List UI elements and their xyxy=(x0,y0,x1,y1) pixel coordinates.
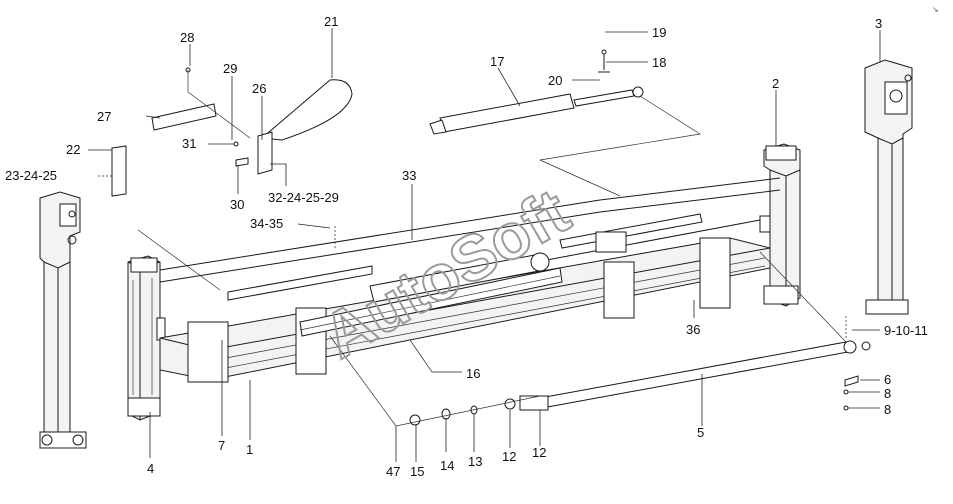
label-30: 30 xyxy=(230,197,244,212)
bracket-parts xyxy=(111,67,273,197)
label-2: 2 xyxy=(772,76,779,91)
label-15: 15 xyxy=(410,464,424,479)
label-18: 18 xyxy=(652,55,666,70)
upper-rails xyxy=(159,177,781,337)
label-3: 3 xyxy=(875,16,882,31)
inner-cylinder xyxy=(369,231,627,303)
label-1: 1 xyxy=(246,442,253,457)
corner-mark: ↘ xyxy=(932,5,939,14)
label-31: 31 xyxy=(182,136,196,151)
label-22: 22 xyxy=(66,142,80,157)
left-post-4 xyxy=(127,255,166,421)
label-12a: 12 xyxy=(502,449,516,464)
label-34-35: 34-35 xyxy=(250,216,283,231)
label-23-24-25: 23-24-25 xyxy=(5,168,57,183)
label-8a: 8 xyxy=(884,386,891,401)
label-27: 27 xyxy=(97,109,111,124)
label-6: 6 xyxy=(884,372,891,387)
label-16: 16 xyxy=(466,366,480,381)
label-14: 14 xyxy=(440,458,454,473)
main-runway-1 xyxy=(159,237,771,383)
hydraulic-cylinder-17 xyxy=(429,49,644,135)
right-far-column-3 xyxy=(864,59,913,315)
leader-lines xyxy=(88,28,881,462)
label-36: 36 xyxy=(686,322,700,337)
label-28: 28 xyxy=(180,30,194,45)
assembly-lines xyxy=(98,70,847,427)
label-4: 4 xyxy=(147,461,154,476)
label-32-24-25-29: 32-24-25-29 xyxy=(268,190,339,205)
part-labels: 1 2 3 4 5 6 7 8 8 9-10-11 12 12 13 14 15… xyxy=(5,14,928,479)
label-33: 33 xyxy=(402,168,416,183)
cross-tube-5 xyxy=(504,340,871,411)
left-far-column xyxy=(39,191,87,449)
label-21: 21 xyxy=(324,14,338,29)
label-13: 13 xyxy=(468,454,482,469)
label-47: 47 xyxy=(386,464,400,479)
label-26: 26 xyxy=(252,81,266,96)
right-post-2 xyxy=(759,143,801,307)
cover-21 xyxy=(260,79,353,141)
label-12b: 12 xyxy=(532,445,546,460)
label-5: 5 xyxy=(697,425,704,440)
label-17: 17 xyxy=(490,54,504,69)
label-9-10-11: 9-10-11 xyxy=(884,323,928,338)
label-19: 19 xyxy=(652,25,666,40)
label-7: 7 xyxy=(218,438,225,453)
label-20: 20 xyxy=(548,73,562,88)
label-29: 29 xyxy=(223,61,237,76)
label-8b: 8 xyxy=(884,402,891,417)
